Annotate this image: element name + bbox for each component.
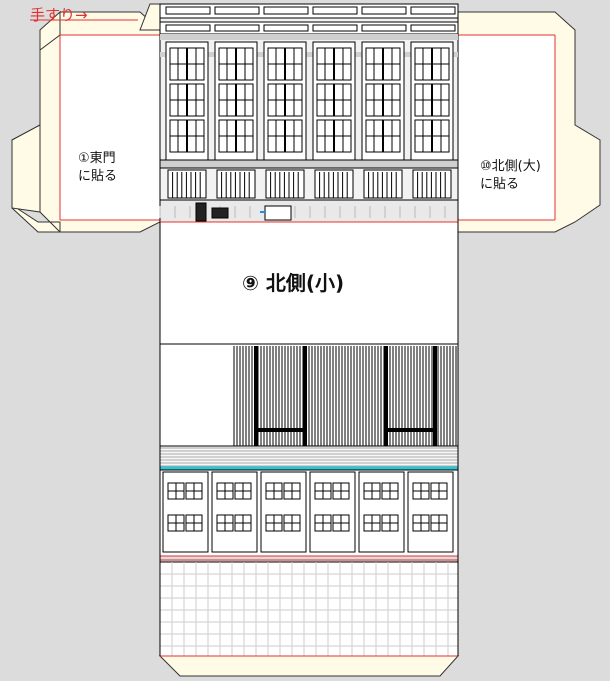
parapet-ornament bbox=[410, 24, 456, 32]
right-flap-label-line2: に貼る bbox=[480, 176, 520, 192]
ground-opening bbox=[363, 169, 403, 199]
louver-pillar bbox=[303, 346, 307, 446]
louver-crossbar bbox=[258, 428, 306, 432]
door bbox=[195, 202, 207, 222]
right-flap-face bbox=[458, 35, 555, 220]
parapet-ornament bbox=[263, 6, 309, 15]
left-flap-side-tab bbox=[11, 124, 41, 213]
arrow-right-icon: → bbox=[75, 6, 88, 24]
cornice-band bbox=[160, 52, 458, 57]
parapet-ornament bbox=[361, 6, 407, 15]
parapet-ornament bbox=[312, 24, 358, 32]
handrail-label: 手すり bbox=[30, 6, 76, 24]
vending-machine bbox=[211, 207, 229, 219]
title-panel bbox=[159, 221, 459, 345]
ground-opening bbox=[167, 169, 207, 199]
bottom-tab bbox=[158, 655, 460, 677]
parapet-ornament bbox=[312, 6, 358, 15]
center-title: ⑨ 北側(小) bbox=[242, 271, 345, 295]
parapet-ornament bbox=[165, 6, 211, 15]
parapet-ornament bbox=[214, 24, 260, 32]
ground-opening bbox=[216, 169, 256, 199]
ground-opening bbox=[265, 169, 305, 199]
louver-pillar bbox=[254, 346, 258, 446]
grid-base bbox=[159, 561, 459, 657]
left-flap-face bbox=[60, 35, 160, 220]
parapet-ornament bbox=[361, 24, 407, 32]
handrail-annotation: 手すり→ bbox=[30, 4, 88, 25]
left-flap-label: ①東門 に貼る bbox=[78, 150, 117, 185]
left-flap-label-line2: に貼る bbox=[78, 168, 118, 184]
ground-opening bbox=[314, 169, 354, 199]
parapet-ornament bbox=[214, 6, 260, 15]
louver-pillar bbox=[433, 346, 437, 446]
louver-pillar bbox=[384, 346, 388, 446]
cornice-band bbox=[160, 34, 458, 40]
parapet-ornament bbox=[263, 24, 309, 32]
louver-crossbar bbox=[388, 428, 436, 432]
parapet-ornament bbox=[165, 24, 211, 32]
parapet-ornament bbox=[410, 6, 456, 15]
left-flap-label-line1: ①東門 bbox=[78, 151, 116, 166]
sign-board bbox=[264, 205, 292, 221]
belt-course bbox=[159, 159, 459, 169]
right-flap-label: ⑩北側(大) に貼る bbox=[480, 158, 541, 193]
right-flap-label-line1: ⑩北側(大) bbox=[480, 159, 541, 174]
ground-opening bbox=[412, 169, 452, 199]
